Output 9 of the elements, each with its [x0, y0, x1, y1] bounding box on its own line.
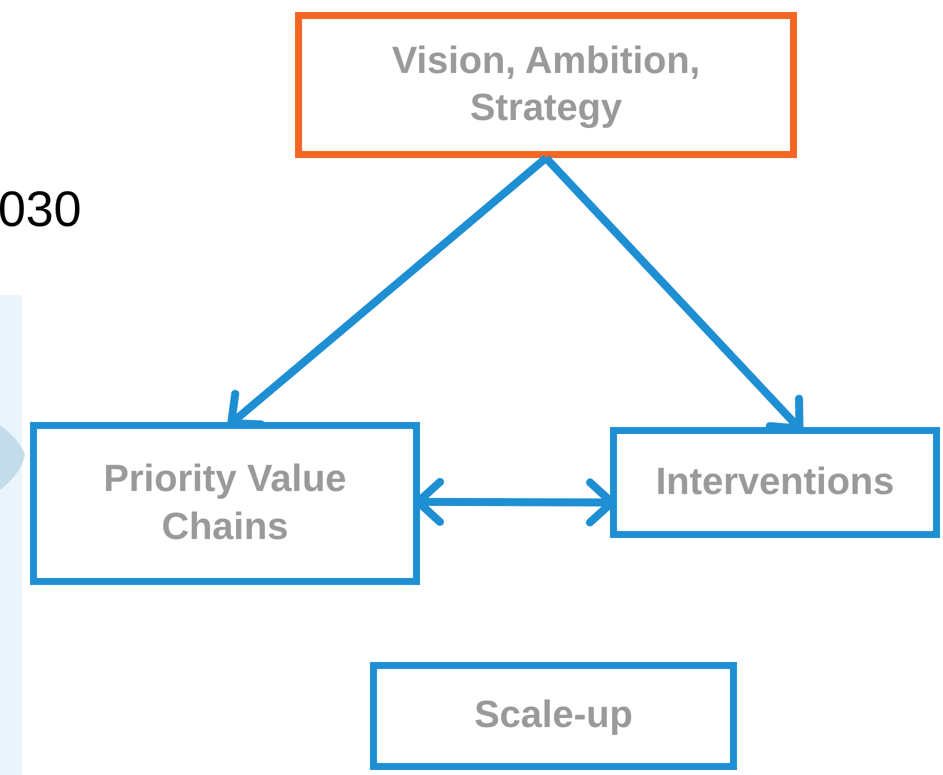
process-box: [30, 422, 420, 585]
process-box: [295, 12, 797, 158]
box-label: Vision, Ambition, Strategy: [390, 38, 702, 131]
box-label: Priority Value Chains: [102, 457, 348, 550]
process-box: [610, 427, 940, 538]
box-label: Scale-up: [474, 693, 633, 738]
box-label: Interventions: [656, 460, 894, 505]
heading-fragment: 030: [0, 180, 82, 238]
process-box: [370, 662, 737, 770]
